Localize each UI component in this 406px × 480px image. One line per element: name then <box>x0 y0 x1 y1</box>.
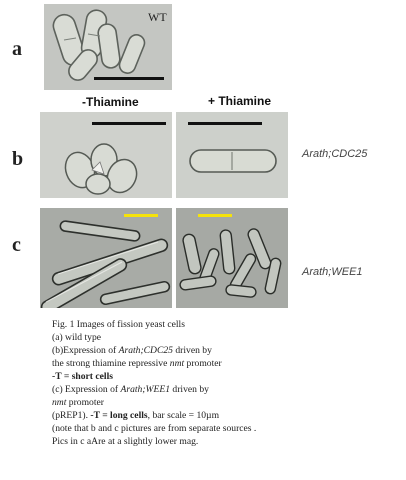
caption-line-4: the strong thiamine repressive nmt promo… <box>52 357 392 370</box>
column-header-plus-thiamine: + Thiamine <box>208 94 272 108</box>
column-header-minus-thiamine: -Thiamine <box>82 95 139 109</box>
caption-line-7: nmt promoter <box>52 396 392 409</box>
panel-letter-a: a <box>12 38 22 60</box>
scale-bar-c-right <box>198 214 232 217</box>
panel-letter-b: b <box>12 148 24 170</box>
caption-gene-cdc25: Arath;CDC25 <box>118 345 173 356</box>
figure-caption: Fig. 1 Images of fission yeast cells (a)… <box>52 318 392 448</box>
micrograph-cdc25-plus-thiamine <box>176 112 288 198</box>
caption-long-cells: -T = long cells <box>90 410 148 421</box>
caption-line-9: (note that b and c pictures are from sep… <box>52 423 257 434</box>
caption-text: (pREP1). <box>52 410 91 421</box>
caption-gene-wee1: Arath;WEE1 <box>120 384 171 395</box>
micrograph-wild-type: WT <box>44 4 172 90</box>
caption-line-8: (pREP1). -T = long cells, bar scale = 10… <box>52 409 392 422</box>
caption-promoter: nmt <box>169 358 185 369</box>
caption-line-6: (c) Expression of Arath;WEE1 driven by <box>52 383 392 396</box>
inset-label-wt: WT <box>148 10 167 24</box>
caption-line-2: (a) wild type <box>52 332 102 343</box>
caption-text: -T = <box>52 371 72 382</box>
caption-line-10: Pics in c aAre at a slightly lower mag. <box>52 436 199 447</box>
micrograph-cdc25-minus-thiamine <box>40 112 172 198</box>
caption-text: (c) Expression of <box>52 384 121 395</box>
caption-line-5: -T = short cells <box>52 370 392 383</box>
caption-line-1: Fig. 1 Images of fission yeast cells <box>52 319 185 330</box>
caption-promoter: nmt <box>52 397 67 408</box>
scale-bar-b-left <box>92 122 166 125</box>
caption-short-cells: short cells <box>71 371 113 382</box>
scale-bar-c-left <box>124 214 158 217</box>
caption-text: , bar scale = 10µm <box>147 410 220 421</box>
scale-bar-a <box>94 77 164 80</box>
caption-text: promoter <box>66 397 104 408</box>
micrograph-wee1-minus-thiamine <box>40 208 172 308</box>
scale-bar-b-right <box>188 122 262 125</box>
caption-text: driven by <box>172 345 212 356</box>
row-label-cdc25: Arath;CDC25 <box>302 148 368 160</box>
caption-text: (b)Expression of <box>52 345 119 356</box>
caption-text: the strong thiamine repressive <box>52 358 170 369</box>
caption-text: promoter <box>184 358 222 369</box>
row-label-wee1: Arath;WEE1 <box>302 266 363 278</box>
panel-letter-c: c <box>12 234 21 256</box>
caption-text: driven by <box>170 384 209 395</box>
caption-line-3: (b)Expression of Arath;CDC25 driven by <box>52 344 392 357</box>
micrograph-wee1-plus-thiamine <box>176 208 288 308</box>
